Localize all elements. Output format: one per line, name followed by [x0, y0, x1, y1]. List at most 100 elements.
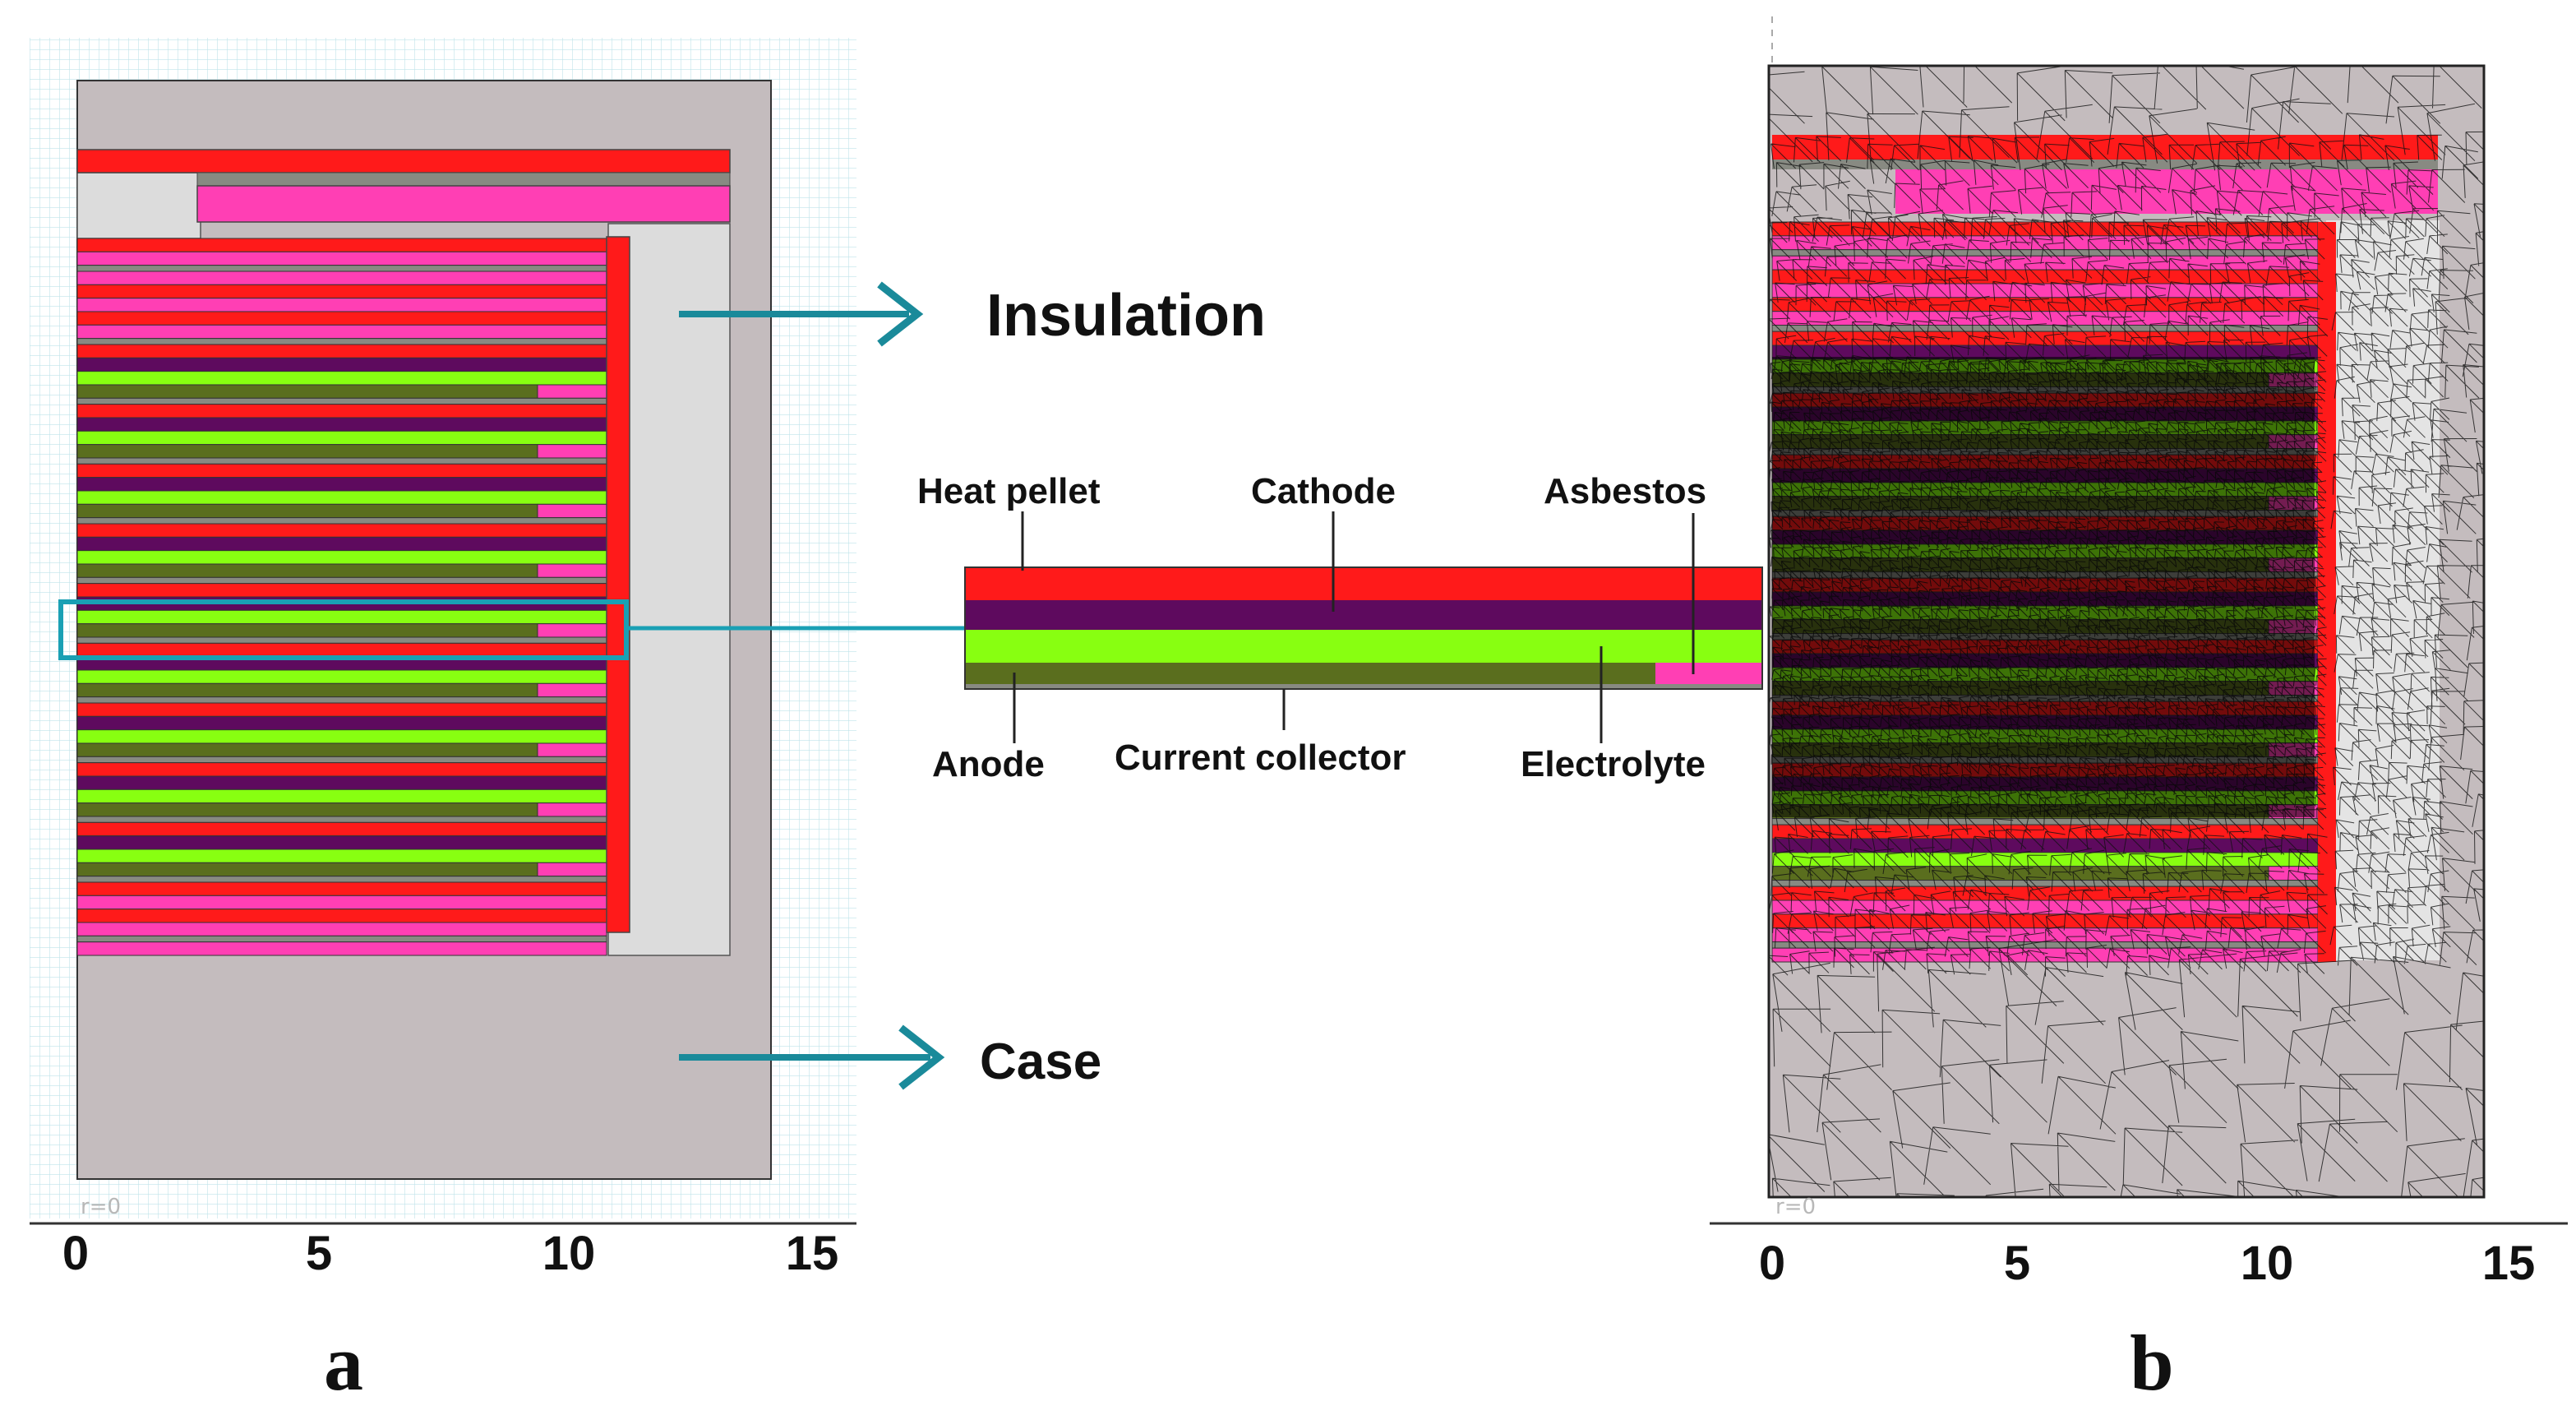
current-collector-layer [76, 816, 607, 823]
current-collector-layer [76, 576, 607, 585]
asbestos-edge-layer [537, 384, 607, 399]
heat-pellet-layer [76, 523, 607, 538]
asbestos-edge-layer [537, 682, 607, 698]
insulation-arrow-head [877, 281, 924, 347]
cathode-layer [76, 835, 607, 850]
current-collector-layer [76, 935, 607, 943]
side-heat-pellet [606, 236, 630, 933]
detail-anode-layer [965, 663, 1655, 684]
case-arrow-head [898, 1024, 945, 1090]
heat-pellet-layer [76, 642, 607, 658]
current-collector-layer [76, 517, 607, 525]
detail-cathode-layer [965, 600, 1762, 630]
heat-pellet-layer [76, 284, 607, 299]
asbestos-layer [76, 324, 607, 340]
electrolyte-layer [76, 550, 607, 565]
electrolyte-layer [76, 849, 607, 863]
anode-layer [76, 862, 538, 877]
cathode-layer [76, 715, 607, 731]
asbestos-layer [1771, 927, 2319, 943]
mesh-dense-core [1772, 357, 2315, 817]
anode-layer [76, 563, 538, 578]
heat-pellet-layer [76, 821, 607, 837]
panel-b-axis-ticks: 0 5 10 15 [1759, 1237, 2535, 1290]
insulation-label: Insulation [986, 283, 1266, 349]
detail-cell-outline [964, 566, 1763, 690]
current-collector-layer [76, 696, 607, 704]
asbestos-edge-layer [537, 503, 607, 519]
heat-pellet-layer [76, 702, 607, 717]
cathode-layer [76, 536, 607, 552]
anode-layer [76, 682, 538, 698]
current-collector-label: Current collector [1115, 738, 1406, 778]
panel-b-tick-5: 5 [2004, 1237, 2030, 1290]
electrolyte-layer [76, 729, 607, 744]
cathode-layer [76, 775, 607, 790]
case-label: Case [980, 1034, 1101, 1090]
current-collector-layer [76, 636, 607, 644]
heat-pellet-layer [76, 463, 607, 479]
mesh-insulation-region [2326, 220, 2440, 960]
current-collector-layer [1771, 941, 2319, 949]
panel-a-axis-ticks: 0 5 10 15 [62, 1227, 838, 1280]
anode-layer [76, 444, 538, 459]
panel-b-tick-10: 10 [2241, 1237, 2294, 1290]
insulation-callout: Insulation [679, 281, 1266, 349]
anode-layer [76, 623, 538, 638]
heat-pellet-layer [76, 344, 607, 358]
asbestos-edge-layer [537, 862, 607, 877]
panel-a-origin-label: r=0 [81, 1195, 121, 1219]
anode-layer [76, 384, 538, 399]
detail-electrolyte-layer [965, 630, 1762, 663]
electrolyte-layer [76, 609, 607, 625]
insulation-top-left-region [76, 172, 201, 239]
electrolyte-layer [76, 371, 607, 386]
asbestos-layer [76, 298, 607, 312]
panel-a-tick-0: 0 [62, 1227, 89, 1280]
electrolyte-layer [76, 669, 607, 684]
heat-pellet-layer [76, 404, 607, 418]
case-callout: Case [679, 1024, 1101, 1090]
asbestos-edge-layer [537, 742, 607, 757]
panel-a-geometry: r=0 [30, 38, 856, 1225]
top-current-collector [196, 172, 731, 187]
detail-current-collector-layer [965, 684, 1762, 689]
heat-pellet-layer [76, 238, 607, 252]
heat-pellet-layer [1771, 269, 2319, 284]
current-collector-layer [76, 397, 607, 405]
anode-label: Anode [932, 744, 1045, 784]
detail-heat-pellet-layer [965, 567, 1762, 600]
mesh-top-heat-pellet [1772, 135, 2438, 160]
panel-b-mesh: r=0 [1710, 16, 2568, 1225]
asbestos-layer [1771, 947, 2319, 963]
asbestos-layer [76, 251, 607, 266]
panel-a-tick-15: 15 [786, 1227, 839, 1280]
current-collector-layer [76, 265, 607, 272]
panel-b-tick-0: 0 [1759, 1237, 1785, 1290]
current-collector-layer [76, 756, 607, 764]
asbestos-edge-layer [2268, 866, 2319, 881]
cathode-label: Cathode [1251, 471, 1396, 511]
cathode-layer [76, 357, 607, 372]
top-heat-pellet [76, 149, 731, 173]
heat-pellet-layer [76, 583, 607, 598]
heat-pellet-layer [76, 881, 607, 896]
electrolyte-layer [76, 430, 607, 446]
detail-asbestos-layer [1655, 663, 1762, 684]
electrolyte-layer [76, 490, 607, 505]
top-asbestos [196, 185, 731, 223]
mesh-outline [1767, 64, 2486, 1199]
heat-pellet-layer [1771, 297, 2319, 312]
asbestos-layer [76, 271, 607, 285]
electrolyte-layer [76, 788, 607, 804]
panel-b-tick-15: 15 [2482, 1237, 2536, 1290]
heat-pellet-layer [76, 762, 607, 777]
asbestos-edge-layer [537, 802, 607, 817]
current-collector-layer [76, 876, 607, 883]
asbestos-edge-layer [537, 444, 607, 459]
single-cell-detail: Heat pellet Cathode Asbestos Anode Curre… [626, 471, 1763, 784]
asbestos-edge-layer [537, 623, 607, 638]
asbestos-layer [76, 895, 607, 910]
panel-b-origin-label: r=0 [1775, 1195, 1816, 1219]
panel-a-tick-10: 10 [542, 1227, 596, 1280]
